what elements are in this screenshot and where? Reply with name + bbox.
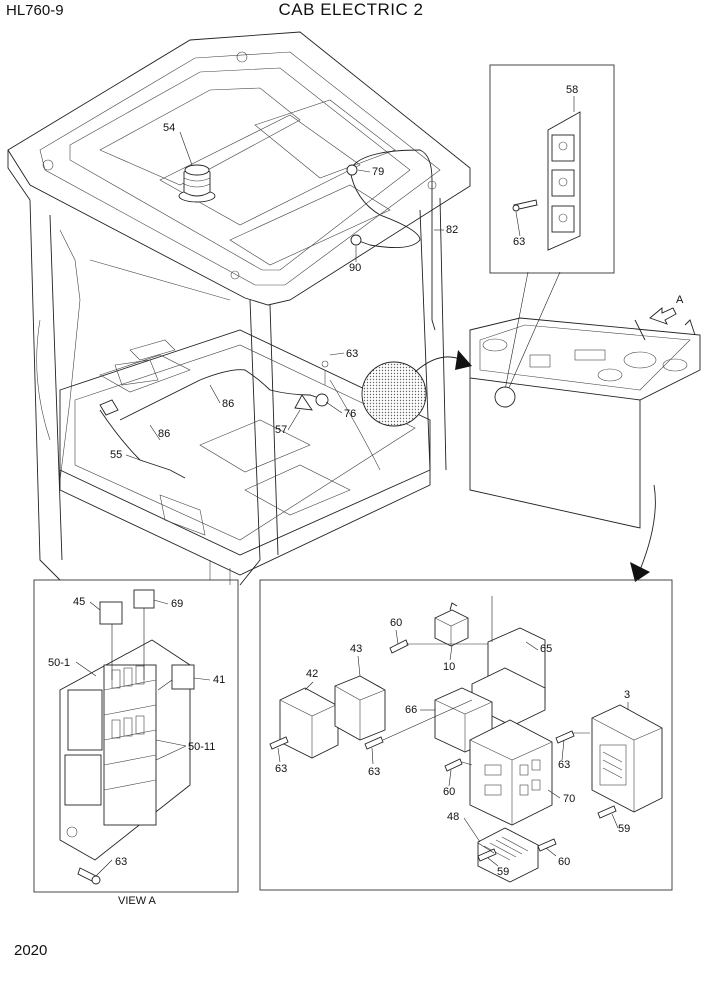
callout-63: 63 [115, 856, 127, 868]
callout-41: 41 [213, 674, 225, 686]
callout-59: 59 [618, 823, 630, 835]
page-number: 2020 [14, 942, 48, 959]
callout-labels: 54 79 82 90 63 86 76 57 86 55 58 63 45 6… [48, 84, 684, 878]
cab-assembly [7, 31, 471, 586]
callout-43: 43 [350, 643, 362, 655]
callout-54: 54 [163, 122, 175, 134]
callout-70: 70 [563, 793, 575, 805]
callout-48: 48 [447, 811, 459, 823]
callout-86: 86 [158, 428, 170, 440]
callout-79: 79 [372, 166, 384, 178]
leader-lines [75, 96, 629, 877]
callout-50-11: 50-11 [188, 741, 215, 753]
callout-66: 66 [405, 704, 417, 716]
callout-63: 63 [368, 766, 380, 778]
callout-69: 69 [171, 598, 183, 610]
page-title: CAB ELECTRIC 2 [278, 0, 424, 19]
model-code: HL760-9 [6, 2, 64, 19]
callout-63: 63 [513, 236, 525, 248]
callout-42: 42 [306, 668, 318, 680]
callout-50-1: 50-1 [48, 657, 70, 669]
callout-82: 82 [446, 224, 458, 236]
callout-55: 55 [110, 449, 122, 461]
callout-60: 60 [558, 856, 570, 868]
callout-45: 45 [73, 596, 85, 608]
detail-magnifier [361, 350, 656, 582]
callout-63: 63 [275, 763, 287, 775]
callout-63: 63 [346, 348, 358, 360]
callout-63: 63 [558, 759, 570, 771]
callout-59: 59 [497, 866, 509, 878]
callout-76: 76 [344, 408, 356, 420]
dash-panel [469, 271, 701, 529]
callout-3: 3 [624, 689, 630, 701]
callout-65: 65 [540, 643, 552, 655]
view-a-panel [33, 579, 239, 893]
exploded-parts-panel [259, 579, 673, 891]
callout-58: 58 [566, 84, 578, 96]
view-arrow-label: A [676, 294, 684, 306]
callout-10: 10 [443, 661, 455, 673]
view-a-caption: VIEW A [118, 895, 157, 907]
callout-60: 60 [390, 617, 402, 629]
callout-60: 60 [443, 786, 455, 798]
callout-57: 57 [275, 424, 287, 436]
callout-90: 90 [349, 262, 361, 274]
inset-connector-block [489, 64, 615, 274]
callout-86: 86 [222, 398, 234, 410]
